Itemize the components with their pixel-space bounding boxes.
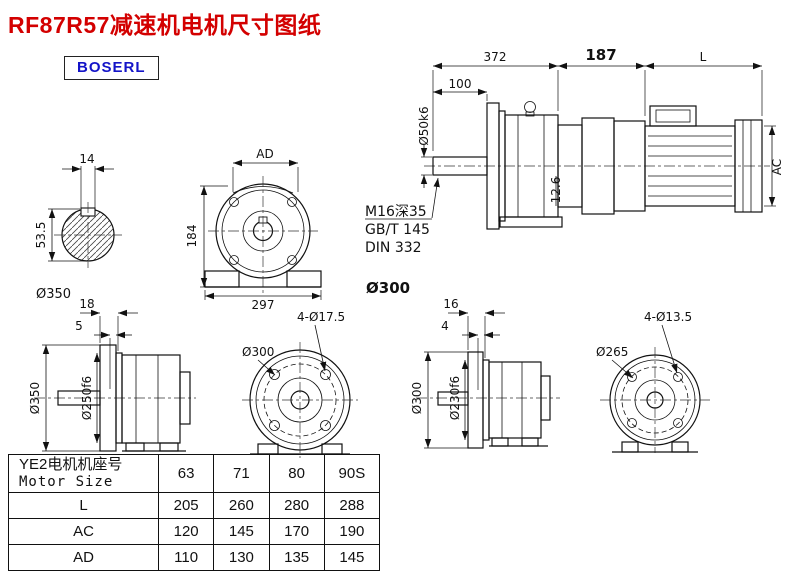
table-row: AD 110 130 135 145 [8,544,381,571]
cell-value: 145 [213,518,270,545]
flange-side-view-1: 18 5 Ø350 Ø250f6 [28,297,196,452]
dim-shaft-diameter: Ø50k6 [417,106,431,145]
dim-base-width: 297 [252,298,275,312]
table-header-en: Motor Size [19,474,114,490]
dim-adapter-length: 187 [585,46,616,64]
cell-value: 280 [268,492,325,519]
dim-flange-od-2: Ø300 [410,382,424,414]
dim-flange-thickness-18: 18 [79,297,94,311]
cell-value: 190 [323,518,381,545]
cell-value: 288 [323,492,381,519]
table-row: AC 120 145 170 190 [8,518,381,545]
table-col-63: 63 [157,454,215,493]
brand-logo: BOSERL [64,56,159,80]
dim-ad-width: AD [256,147,273,161]
page-title: RF87R57减速机电机尺寸图纸 [8,12,322,38]
dim-key-height: 53.5 [34,222,48,249]
dim-motor-length: L [700,50,707,64]
cell-value: 120 [157,518,215,545]
shaft-end-notes: M16深35 GB/T 145 DIN 332 Ø300 [365,204,430,297]
dim-bolt-holes-1: 4-Ø17.5 [297,310,345,324]
cell-value: 110 [157,544,215,571]
cell-value: 135 [268,544,325,571]
motor-size-table: YE2电机机座号 Motor Size 63 71 80 90S L 205 2… [8,454,381,571]
cell-value: 260 [213,492,270,519]
dim-gearbox-length: 372 [484,50,507,64]
flange-side-view-2: 16 4 Ø300 Ø230f6 [410,297,560,449]
gearbox-front-view: AD 184 297 [185,147,322,312]
dim-flange-od-note: Ø300 [366,279,410,297]
dim-bolt-circle-1: Ø300 [242,345,274,359]
dim-flange-od-1: Ø350 [28,382,42,414]
table-col-90s: 90S [323,454,381,493]
cell-value: 205 [157,492,215,519]
note-standard-din: DIN 332 [365,240,422,256]
flange-face-view-2: 4-Ø13.5 Ø265 [596,310,710,453]
dim-flange-thickness-16: 16 [443,297,458,311]
dim-shoulder-step: 12.6 [549,177,563,204]
dim-housing-height: 184 [185,225,199,248]
dim-bolt-circle-2: Ø265 [596,345,628,359]
dim-spigot-diameter-1: Ø250f6 [80,376,94,420]
table-header-cn: YE2电机机座号 [19,456,123,473]
dim-spigot-depth-5: 5 [75,319,83,333]
row-label-ac: AC [8,518,159,545]
cell-value: 170 [268,518,325,545]
assembly-side-view: 372 187 L 100 Ø50k6 AC 12.6 [365,46,784,230]
note-standard-gb: GB/T 145 [365,222,430,238]
dim-spigot-depth-4: 4 [441,319,449,333]
flange-face-view-1: 4-Ø17.5 Ø300 [242,310,358,458]
note-tapped-hole: M16深35 [365,204,427,220]
cell-value: 145 [323,544,381,571]
dim-shaft-length: 100 [449,77,472,91]
dim-motor-diameter-ac: AC [770,159,784,175]
row-label-l: L [8,492,159,519]
table-row: L 205 260 280 288 [8,492,381,519]
table-col-71: 71 [213,454,270,493]
dim-bolt-holes-2: 4-Ø13.5 [644,310,692,324]
dim-key-width: 14 [79,152,94,166]
dim-spigot-diameter-2: Ø230f6 [448,376,462,420]
table-col-80: 80 [268,454,325,493]
shaft-section-view: 14 53.5 Ø350 [34,152,122,302]
table-header-motor-size: YE2电机机座号 Motor Size [8,454,159,493]
row-label-ad: AD [8,544,159,571]
dim-brake-flange: Ø350 [36,287,71,302]
cell-value: 130 [213,544,270,571]
